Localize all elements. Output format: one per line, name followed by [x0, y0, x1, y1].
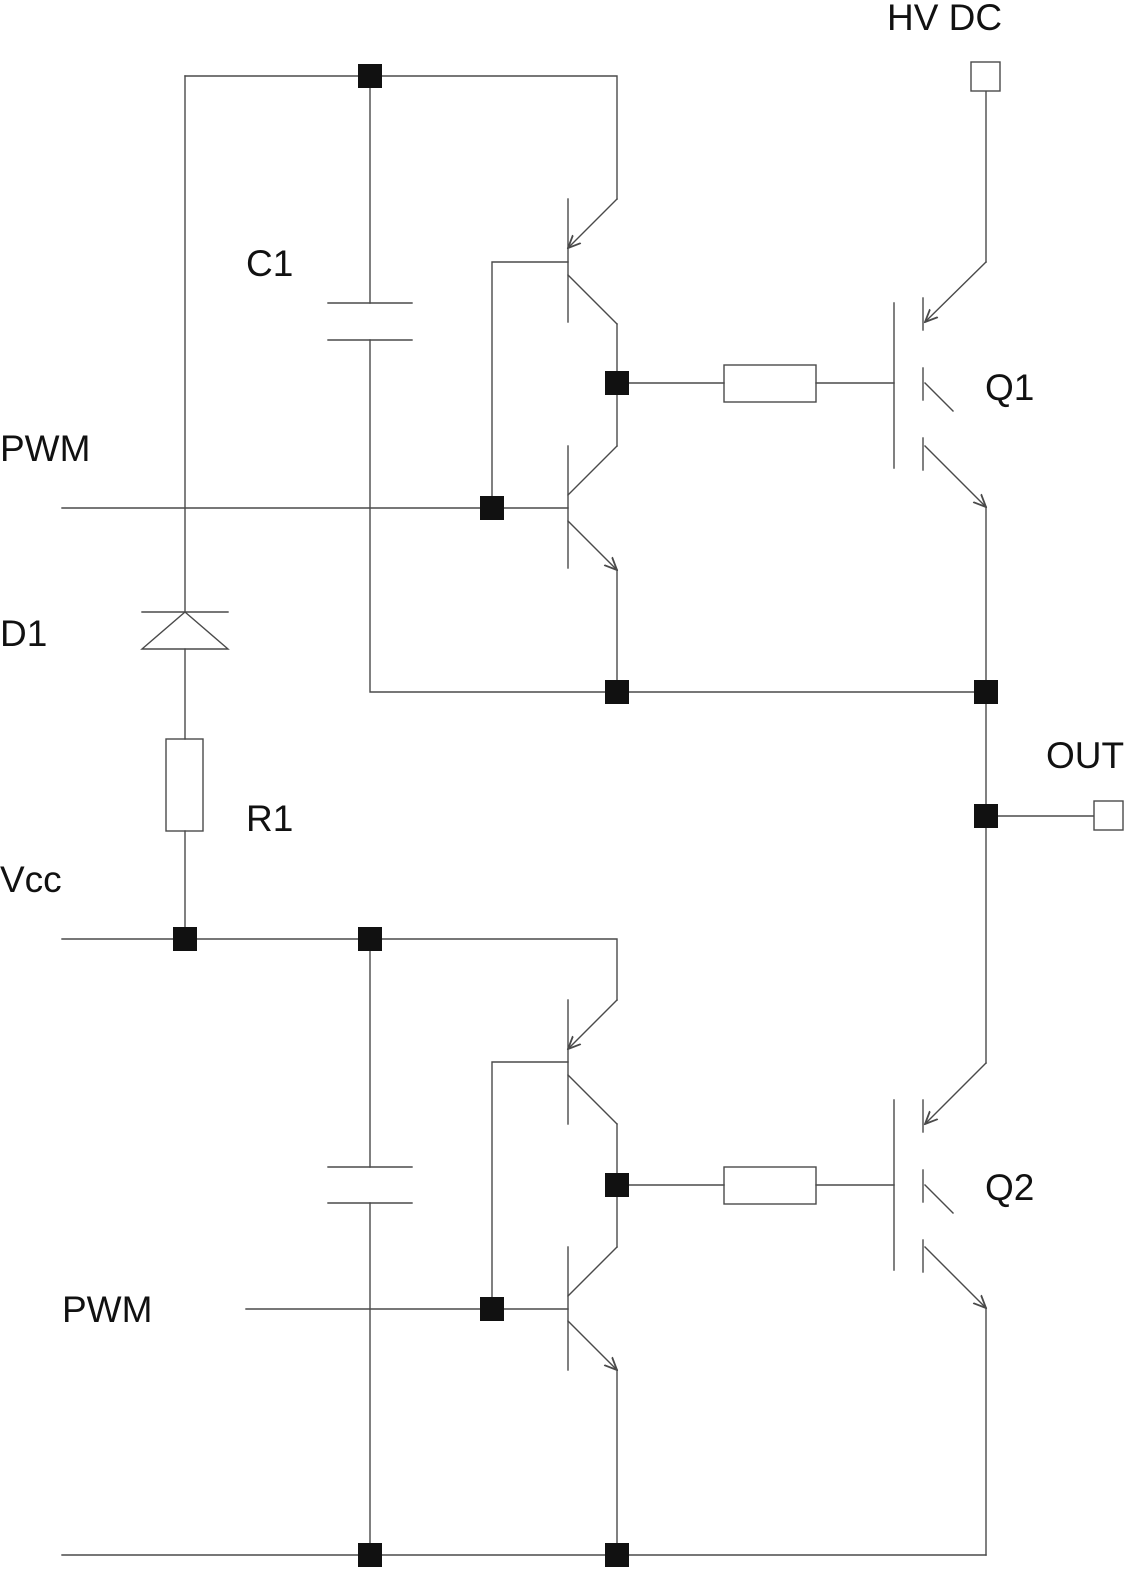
out-terminal [1093, 800, 1124, 831]
junction-dot [605, 371, 629, 395]
junction-dot [480, 1297, 504, 1321]
junction-dot [358, 1543, 382, 1567]
junction-dot [358, 927, 382, 951]
capacitor-bottom [327, 938, 413, 1556]
junction-dot [605, 680, 629, 704]
junction-dot [480, 496, 504, 520]
junction-dot [173, 927, 197, 951]
driver-pnp-top [568, 198, 618, 447]
driver-npn-top [567, 445, 617, 693]
q1-label: Q1 [985, 367, 1034, 408]
capacitor-c1 [327, 75, 618, 693]
junction-dots [173, 64, 998, 1567]
junction-dot [358, 64, 382, 88]
top-bootstrap-rail [184, 75, 618, 613]
d1-label: D1 [0, 613, 47, 654]
gate-resistor-bottom [616, 1166, 895, 1205]
igbt-q2 [893, 1062, 986, 1556]
pwm-bottom-label: PWM [62, 1289, 152, 1330]
pwm-top-input-wire [61, 261, 569, 509]
resistor-r1 [165, 738, 204, 940]
output-node-wires [616, 506, 1095, 1064]
q2-label: Q2 [985, 1167, 1034, 1208]
pwm-top-label: PWM [0, 428, 90, 469]
vcc-rail [61, 938, 618, 1001]
hv-dc-terminal [970, 61, 1001, 92]
junction-dot [974, 804, 998, 828]
diode-d1 [140, 611, 230, 740]
junction-dot [605, 1173, 629, 1197]
r1-label: R1 [246, 798, 293, 839]
hv-dc-label: HV DC [887, 0, 1002, 38]
igbt-q1 [893, 261, 986, 507]
out-label: OUT [1046, 735, 1124, 776]
pwm-bottom-input-wire [245, 1061, 569, 1310]
gate-resistor-top [616, 364, 895, 403]
driver-pnp-bottom [568, 999, 618, 1248]
c1-label: C1 [246, 243, 293, 284]
vcc-label: Vcc [0, 859, 62, 900]
driver-npn-bottom [567, 1246, 617, 1556]
junction-dot [605, 1543, 629, 1567]
junction-dot [974, 680, 998, 704]
